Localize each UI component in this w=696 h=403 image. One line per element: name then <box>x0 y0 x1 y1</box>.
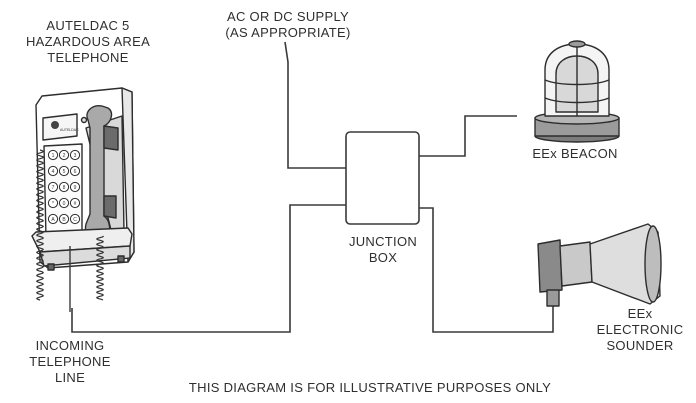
telephone-label: AUTELDAC 5 HAZARDOUS AREA TELEPHONE <box>8 18 168 66</box>
keypad-key <box>47 165 59 177</box>
keypad-key-label: 3 <box>74 153 77 159</box>
supply-label: AC OR DC SUPPLY (AS APPROPRIATE) <box>198 9 378 41</box>
coiled-cord <box>35 149 104 301</box>
supply-wire <box>284 41 346 169</box>
keypad-key-label: 5 <box>63 169 66 175</box>
keypad-key <box>69 149 81 161</box>
keypad-key <box>47 149 59 161</box>
keypad-key <box>58 181 70 193</box>
keypad-key-label: 9 <box>74 185 77 191</box>
supply-label-line-1: AC OR DC SUPPLY <box>226 9 349 24</box>
incoming-line-label: INCOMING TELEPHONE LINE <box>8 338 132 386</box>
keypad-key-label: 6 <box>74 169 77 175</box>
junction-box-label-line-2: BOX <box>368 250 398 265</box>
incoming-line-label-line-2: TELEPHONE <box>29 354 111 369</box>
sounder-label-line-3: SOUNDER <box>606 338 674 353</box>
wires <box>71 41 554 333</box>
disclaimer-line: THIS DIAGRAM IS FOR ILLUSTRATIVE PURPOSE… <box>188 380 552 395</box>
keypad-key-label: A <box>51 217 55 223</box>
keypad-key-label: C <box>73 217 77 223</box>
beacon-cap <box>568 40 586 48</box>
telephone-foot-left <box>47 263 55 271</box>
incoming-line-label-line-3: LINE <box>54 370 86 385</box>
junction-box-label-line-1: JUNCTION <box>348 234 418 249</box>
keypad-key-label: 4 <box>52 169 55 175</box>
keypad-key-label: 2 <box>63 153 66 159</box>
beacon-wire <box>419 115 517 157</box>
keypad-key <box>47 213 59 225</box>
telephone-logo <box>51 121 59 129</box>
keypad-key-label: 1 <box>52 153 55 159</box>
handset-earpiece <box>103 125 119 151</box>
keypad-key <box>58 197 70 209</box>
keypad-key <box>69 181 81 193</box>
beacon-label-line-1: EEx BEACON <box>532 146 618 161</box>
telephone-brand-text: AUTELDAC <box>60 128 79 132</box>
horn-sounder-icon <box>537 223 662 307</box>
telephone-label-line-3: TELEPHONE <box>47 50 129 65</box>
incoming-line-label-line-1: INCOMING <box>35 338 105 353</box>
telephone-foot-right <box>117 255 125 263</box>
keypad-key-label: 8 <box>63 185 66 191</box>
keypad-key-label: B <box>62 217 66 223</box>
keypad-key <box>58 149 70 161</box>
supply-label-line-2: (AS APPROPRIATE) <box>225 25 351 40</box>
junction-box <box>345 131 420 225</box>
sounder-wire <box>419 207 554 333</box>
telephone-wire <box>71 204 346 333</box>
keypad-key <box>69 213 81 225</box>
keypad-key <box>58 213 70 225</box>
keypad-key <box>47 181 59 193</box>
sounder-body <box>559 241 593 287</box>
keypad: 1 2 3 4 5 6 7 8 9 * 0 # A B C <box>47 149 81 225</box>
disclaimer-text: THIS DIAGRAM IS FOR ILLUSTRATIVE PURPOSE… <box>130 380 610 396</box>
telephone-label-plate <box>42 113 78 141</box>
telephone-icon: AUTELDAC <box>31 87 135 271</box>
handset-mouthpiece <box>103 195 117 219</box>
sounder-mouth <box>644 225 662 303</box>
sounder-mount <box>537 239 563 293</box>
keypad-key-label: * <box>52 201 54 207</box>
keypad-key <box>69 197 81 209</box>
telephone-label-line-1: AUTELDAC 5 <box>46 18 130 33</box>
telephone-enclosure-side <box>121 87 135 263</box>
sounder-horn <box>589 223 661 305</box>
keypad-key-label: 7 <box>52 185 55 191</box>
sounder-gland <box>546 289 560 307</box>
sounder-label-line-2: ELECTRONIC <box>596 322 684 337</box>
telephone-screw <box>80 116 88 124</box>
keypad-key <box>58 165 70 177</box>
keypad-key <box>47 197 59 209</box>
beacon-label: EEx BEACON <box>520 146 630 162</box>
junction-box-label: JUNCTION BOX <box>330 234 436 266</box>
keypad-key <box>69 165 81 177</box>
keypad-key-label: # <box>74 201 77 207</box>
beacon-icon <box>534 40 620 143</box>
sounder-label: EEx ELECTRONIC SOUNDER <box>586 306 694 354</box>
keypad-key-label: 0 <box>63 201 66 207</box>
sounder-label-line-1: EEx <box>627 306 653 321</box>
telephone-label-line-2: HAZARDOUS AREA <box>25 34 151 49</box>
